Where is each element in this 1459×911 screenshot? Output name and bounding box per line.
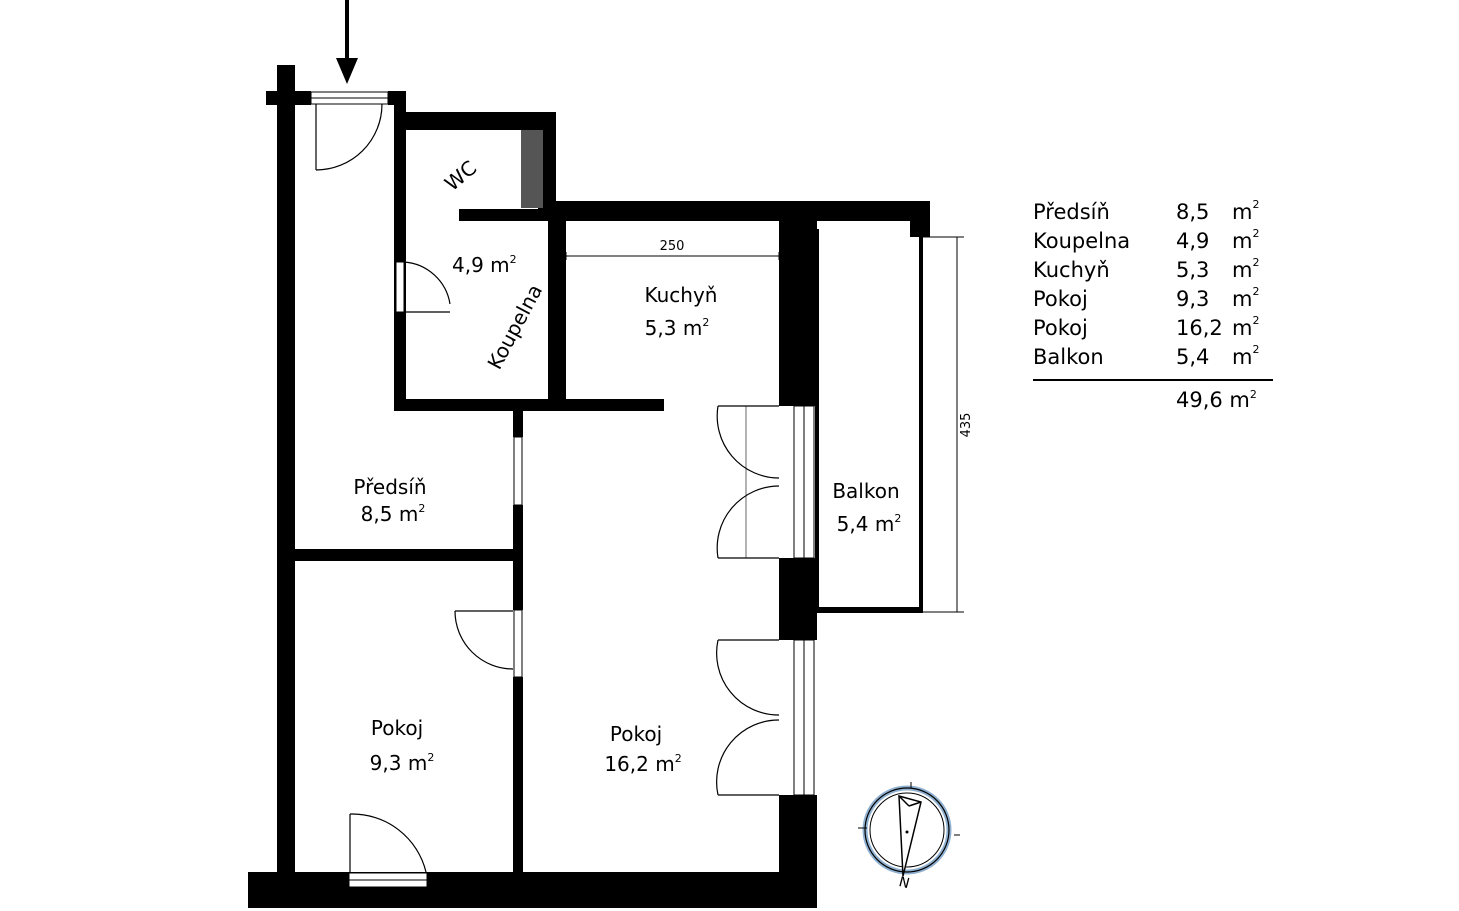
room-area-pokoj-small: 9,3 m2 — [370, 751, 435, 775]
area-row-name: Pokoj — [1033, 316, 1088, 340]
door-swings — [315, 103, 780, 873]
area-row-pokoj-small: Pokoj 9,3 m2 — [1033, 285, 1273, 314]
area-row-value: 5,3 — [1176, 258, 1210, 282]
compass-north-label: N — [897, 874, 911, 892]
area-row-pokoj-large: Pokoj 16,2 m2 — [1033, 314, 1273, 343]
area-row-unit: m2 — [1232, 198, 1260, 224]
area-row-unit: m2 — [1232, 343, 1260, 369]
area-row-name: Pokoj — [1033, 287, 1088, 311]
area-row-balkon: Balkon 5,4 m2 — [1033, 343, 1273, 372]
room-name-koupelna: Koupelna — [483, 280, 548, 373]
area-row-unit: m2 — [1232, 227, 1260, 253]
dimension-kitchen-width: 250 — [660, 239, 685, 254]
area-row-value: 5,4 — [1176, 345, 1210, 369]
room-area-kuchyn: 5,3 m2 — [645, 316, 710, 340]
area-row-kuchyn: Kuchyň 5,3 m2 — [1033, 256, 1273, 285]
area-row-value: 4,9 — [1176, 229, 1210, 253]
room-name-predsin: Předsíň — [353, 475, 426, 499]
room-name-pokoj-small: Pokoj — [371, 716, 423, 740]
area-row-unit: m2 — [1232, 285, 1260, 311]
area-row-value: 8,5 — [1176, 200, 1210, 224]
room-name-kuchyn: Kuchyň — [645, 283, 718, 307]
room-area-balkon: 5,4 m2 — [837, 512, 902, 536]
chimney — [521, 130, 543, 208]
room-area-koupelna: 4,9 m2 — [452, 253, 517, 277]
room-area-pokoj-large: 16,2 m2 — [604, 752, 681, 776]
walls — [248, 65, 930, 908]
compass-icon: N — [858, 782, 960, 892]
dimension-lines — [565, 236, 964, 613]
dimension-balcony-length: 435 — [959, 413, 974, 438]
area-row-koupelna: Koupelna 4,9 m2 — [1033, 227, 1273, 256]
area-table-divider — [1033, 379, 1273, 381]
area-row-unit: m2 — [1232, 314, 1260, 340]
area-row-name: Kuchyň — [1033, 258, 1110, 282]
area-row-predsin: Předsíň 8,5 m2 — [1033, 198, 1273, 227]
area-row-name: Koupelna — [1033, 229, 1131, 253]
area-row-value: 16,2 — [1176, 316, 1223, 340]
room-name-pokoj-large: Pokoj — [610, 722, 662, 746]
area-row-value: 9,3 — [1176, 287, 1210, 311]
area-row-unit: m2 — [1232, 256, 1260, 282]
area-table: Předsíň 8,5 m2 Koupelna 4,9 m2 Kuchyň 5,… — [1033, 198, 1273, 412]
entrance-arrow-icon — [336, 0, 358, 84]
room-area-predsin: 8,5 m2 — [361, 502, 426, 526]
openings — [310, 91, 815, 888]
room-name-wc: WC — [440, 156, 481, 196]
area-total: 49,6 m2 — [1176, 388, 1257, 412]
room-name-balkon: Balkon — [832, 479, 899, 503]
area-row-name: Balkon — [1033, 345, 1104, 369]
area-row-name: Předsíň — [1033, 200, 1110, 224]
